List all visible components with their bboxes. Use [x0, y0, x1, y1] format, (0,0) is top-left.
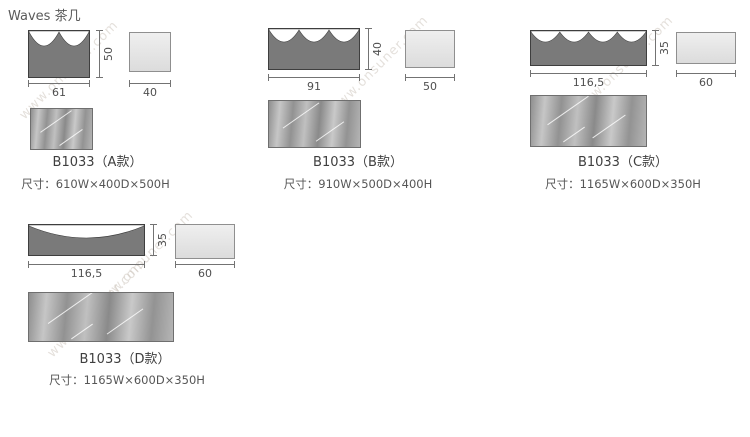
product-label: B1033（B款） — [313, 155, 403, 170]
width-dimension-label: 116,5 — [70, 267, 103, 280]
width-dimension-line — [268, 74, 360, 81]
reflection-line — [563, 126, 585, 143]
side-width-dimension-label: 40 — [143, 86, 157, 99]
product-label: B1033（C款） — [577, 155, 669, 170]
reflection-line — [40, 110, 72, 133]
top-view-a — [30, 108, 93, 150]
reflection-line — [547, 96, 589, 126]
height-dimension-line — [652, 30, 659, 66]
side-width-dimension-label: 60 — [699, 76, 713, 89]
reflection-line — [315, 121, 345, 142]
front-elevation-c — [530, 30, 647, 66]
width-dimension-label: 91 — [307, 80, 321, 93]
reflection-line — [47, 293, 95, 324]
front-elevation-a — [28, 30, 90, 78]
top-view-b — [268, 100, 361, 148]
width-dimension-line — [530, 70, 647, 77]
side-width-dimension-line — [676, 70, 736, 77]
side-view-b — [405, 30, 455, 68]
height-dimension-label: 35 — [658, 41, 671, 55]
product-size: 尺寸：1165W×600D×350H — [545, 177, 701, 191]
width-dimension-line — [28, 80, 90, 87]
reflection-line — [59, 129, 83, 146]
height-dimension-line — [150, 224, 157, 256]
width-dimension-line — [28, 261, 145, 268]
top-view-d — [28, 292, 174, 342]
height-dimension-label: 50 — [102, 47, 115, 61]
width-dimension-label: 61 — [52, 86, 66, 99]
top-view-c — [530, 95, 647, 147]
width-dimension-label: 116,5 — [572, 76, 605, 89]
reflection-line — [592, 114, 626, 139]
height-dimension-label: 35 — [156, 233, 169, 247]
product-size: 尺寸：910W×500D×400H — [283, 177, 433, 191]
front-elevation-b — [268, 28, 360, 70]
reflection-line — [71, 323, 93, 340]
side-width-dimension-label: 50 — [423, 80, 437, 93]
product-size: 尺寸：1165W×600D×350H — [49, 373, 205, 387]
height-dimension-line — [365, 28, 372, 70]
side-width-dimension-line — [129, 80, 171, 87]
side-width-dimension-line — [405, 74, 455, 81]
page-title: Waves 茶几 — [8, 9, 81, 24]
reflection-line — [106, 308, 144, 335]
product-label: B1033（A款） — [52, 155, 143, 170]
side-width-dimension-line — [175, 261, 235, 268]
side-width-dimension-label: 60 — [198, 267, 212, 280]
product-size: 尺寸：610W×400D×500H — [21, 177, 170, 191]
reflection-line — [282, 102, 320, 129]
side-view-a — [129, 32, 171, 72]
front-elevation-d — [28, 224, 145, 256]
product-label: B1033（D款） — [79, 352, 171, 367]
height-dimension-label: 40 — [371, 42, 384, 56]
side-view-d — [175, 224, 235, 259]
side-view-c — [676, 32, 736, 64]
height-dimension-line — [96, 30, 103, 78]
